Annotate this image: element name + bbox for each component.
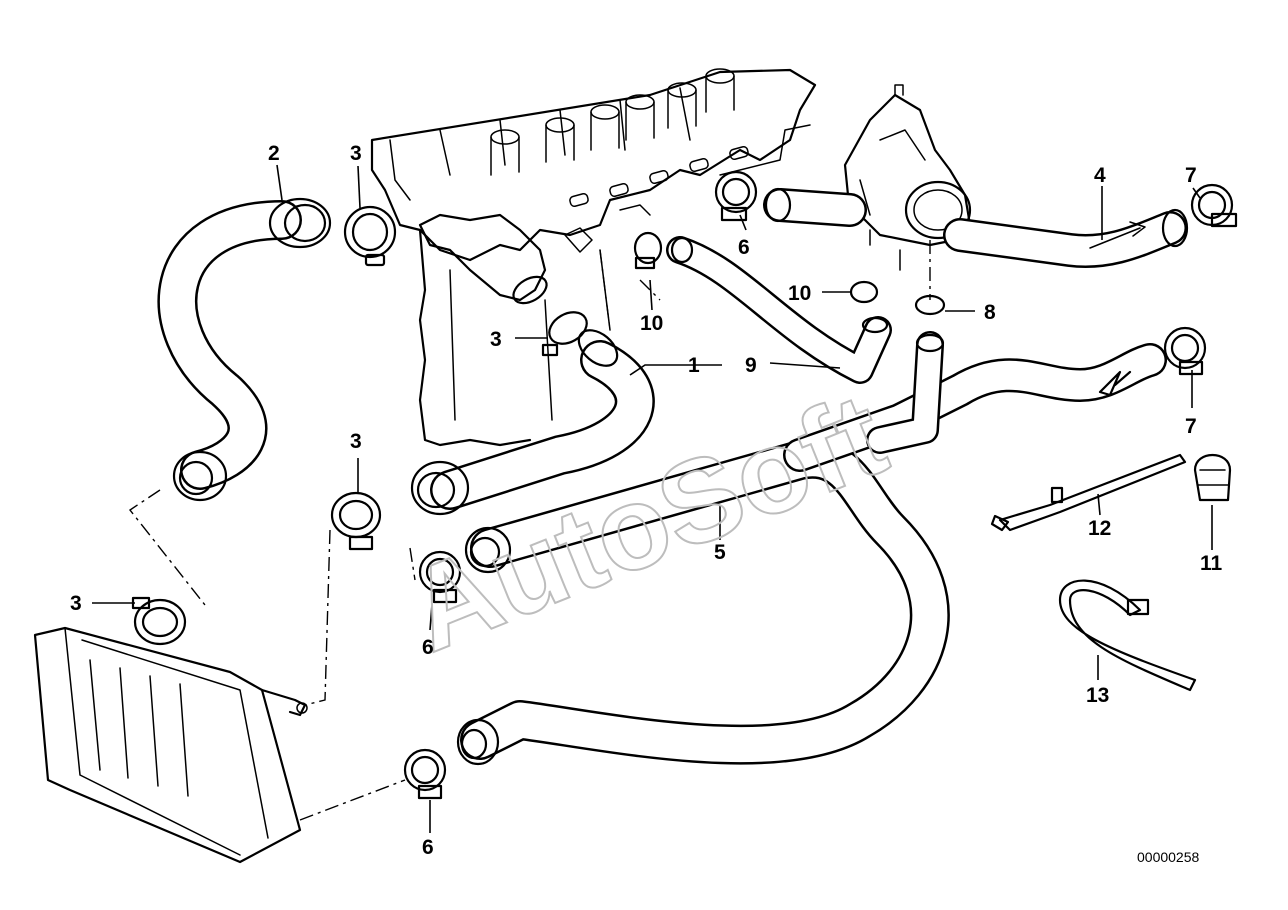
callout-12: 12 <box>1088 517 1111 540</box>
callout-13: 13 <box>1086 684 1109 707</box>
hose-clamp-icon <box>131 170 1238 800</box>
connection-lines <box>128 240 931 821</box>
callout-7b: 7 <box>1185 415 1197 438</box>
hose-8 <box>861 316 945 454</box>
callout-3a: 3 <box>350 142 362 165</box>
holder-clip-icon <box>1193 454 1232 502</box>
callout-3c: 3 <box>350 430 362 453</box>
hose-4 <box>763 187 1189 268</box>
callout-6c: 6 <box>422 836 434 859</box>
callout-7a: 7 <box>1185 164 1197 187</box>
strap-13-icon <box>1058 579 1197 692</box>
callout-11: 11 <box>1200 552 1223 575</box>
callout-labels: 1 2 3 3 3 3 4 5 6 6 6 7 7 8 9 10 10 11 1… <box>70 142 1223 859</box>
cable-tie-icon <box>990 453 1187 532</box>
callout-3b: 3 <box>490 328 502 351</box>
callout-5: 5 <box>714 541 726 564</box>
engine-block-icon <box>370 68 817 447</box>
radiator-icon <box>33 626 308 864</box>
callout-4: 4 <box>1094 164 1106 187</box>
callout-6b: 6 <box>422 636 434 659</box>
hose-1 <box>410 329 655 516</box>
callout-2: 2 <box>268 142 280 165</box>
callout-9: 9 <box>745 354 757 377</box>
hose-9 <box>666 236 892 384</box>
callout-3d: 3 <box>70 592 82 615</box>
hose-2 <box>157 197 332 502</box>
callout-1: 1 <box>688 354 700 377</box>
callout-6a: 6 <box>738 236 750 259</box>
leader-lines <box>92 164 1213 833</box>
callout-10a: 10 <box>788 282 811 305</box>
thermostat-housing-icon <box>418 204 651 305</box>
document-number: 00000258 <box>1137 849 1200 865</box>
callout-8: 8 <box>984 301 996 324</box>
hose-5 <box>456 343 1167 766</box>
callout-10b: 10 <box>640 312 663 335</box>
